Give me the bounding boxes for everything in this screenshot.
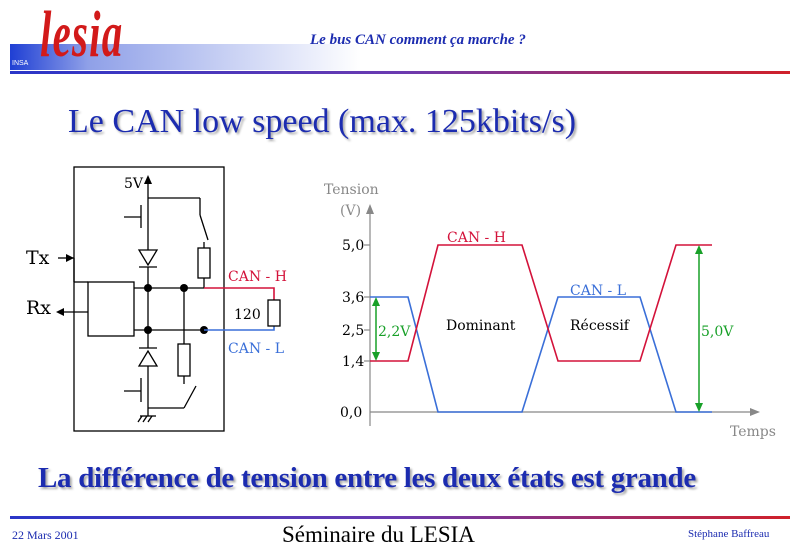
graph-can-h-label: CAN - H	[447, 230, 506, 246]
footer-date: 22 Mars 2001	[12, 528, 79, 542]
tick-label: 0,0	[340, 405, 362, 421]
slide-conclusion: La différence de tension entre les deux …	[38, 462, 696, 494]
can-l-signal	[370, 296, 712, 413]
delta-full-label: 5,0V	[701, 324, 734, 340]
tick-label: 5,0	[342, 238, 364, 254]
header-bar	[10, 44, 790, 70]
footer-rule	[10, 516, 790, 519]
circuit-can-h-label: CAN - H	[228, 269, 287, 285]
delta-dominant-label: 2,2V	[378, 324, 411, 340]
voltage-timing-diagram: Tension (V) Temps 5,0 3,6 2,5 1,4 0,0 CA…	[324, 182, 776, 440]
x-axis-label: Temps	[730, 424, 776, 440]
transceiver-circuit: 5V Tx Rx CAN - H CAN - L 120	[26, 166, 287, 432]
footer-seminar: Séminaire du LESIA	[282, 522, 475, 547]
y-axis-label-line1: Tension	[324, 182, 379, 198]
graph-can-l-label: CAN - L	[570, 283, 626, 299]
termination-resistor-label: 120	[234, 307, 261, 323]
circuit-can-l-label: CAN - L	[228, 341, 284, 357]
dominant-label: Dominant	[446, 318, 516, 334]
y-axis-label-line2: (V)	[340, 203, 361, 219]
supply-label: 5V	[124, 176, 144, 192]
rx-label: Rx	[26, 297, 51, 319]
tx-label: Tx	[26, 247, 50, 269]
can-h-signal	[370, 244, 712, 362]
tick-label: 3,6	[342, 290, 364, 306]
tick-label: 1,4	[342, 354, 364, 370]
header-title: Le bus CAN comment ça marche ?	[310, 32, 526, 48]
slide-title: Le CAN low speed (max. 125kbits/s)	[68, 103, 577, 140]
lesia-logo: lesia	[40, 0, 124, 71]
circuit-frame	[73, 166, 225, 432]
insa-badge: INSA	[12, 60, 29, 67]
recessive-label: Récessif	[570, 318, 631, 334]
footer-author: Stéphane Baffreau	[688, 528, 770, 540]
tick-label: 2,5	[342, 323, 364, 339]
header-rule	[10, 71, 790, 74]
